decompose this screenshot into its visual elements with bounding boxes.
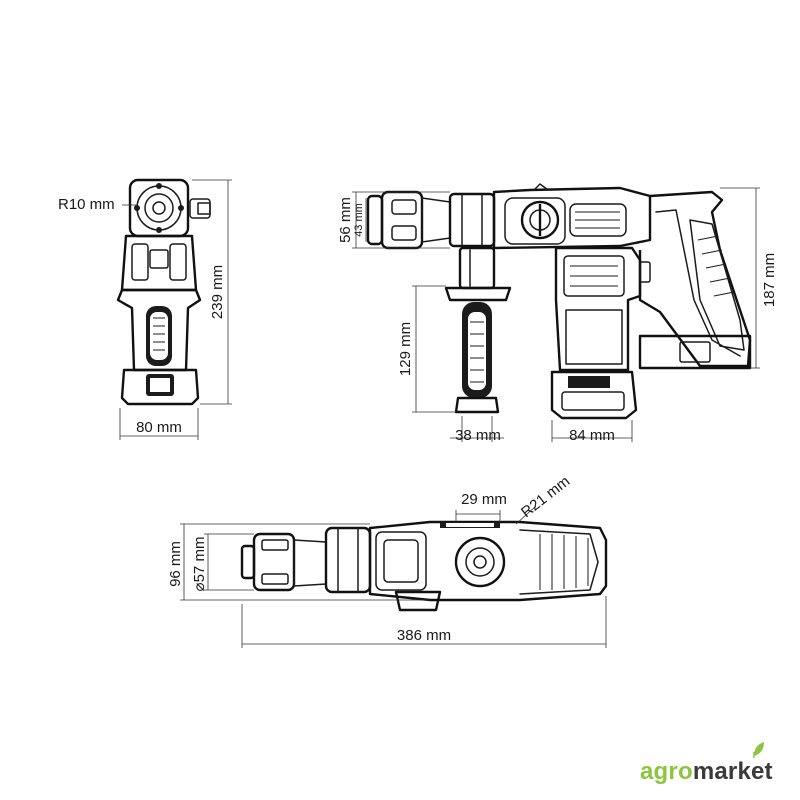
dim-r10: R10 mm: [58, 196, 115, 213]
dim-187: 187 mm: [761, 253, 778, 307]
dim-129: 129 mm: [397, 322, 414, 376]
dim-38: 38 mm: [455, 427, 501, 444]
dim-43: 43 mm: [353, 203, 365, 237]
dim-d57: ⌀57 mm: [191, 537, 208, 592]
front-view: [116, 178, 232, 440]
top-view: [180, 505, 608, 648]
brand-logo: agromarket: [640, 758, 773, 786]
dim-386: 386 mm: [397, 627, 451, 644]
dim-84: 84 mm: [569, 427, 615, 444]
logo-part-agro: agro: [640, 758, 693, 785]
dim-239: 239 mm: [209, 265, 226, 319]
dim-80: 80 mm: [136, 419, 182, 436]
dim-r21: R21 mm: [518, 473, 573, 521]
logo-part-market: market: [692, 758, 773, 785]
side-view: [352, 183, 760, 442]
dim-29: 29 mm: [461, 491, 507, 508]
dim-96: 96 mm: [167, 541, 184, 587]
dim-56: 56 mm: [337, 197, 354, 243]
leaf-icon: [753, 742, 764, 758]
